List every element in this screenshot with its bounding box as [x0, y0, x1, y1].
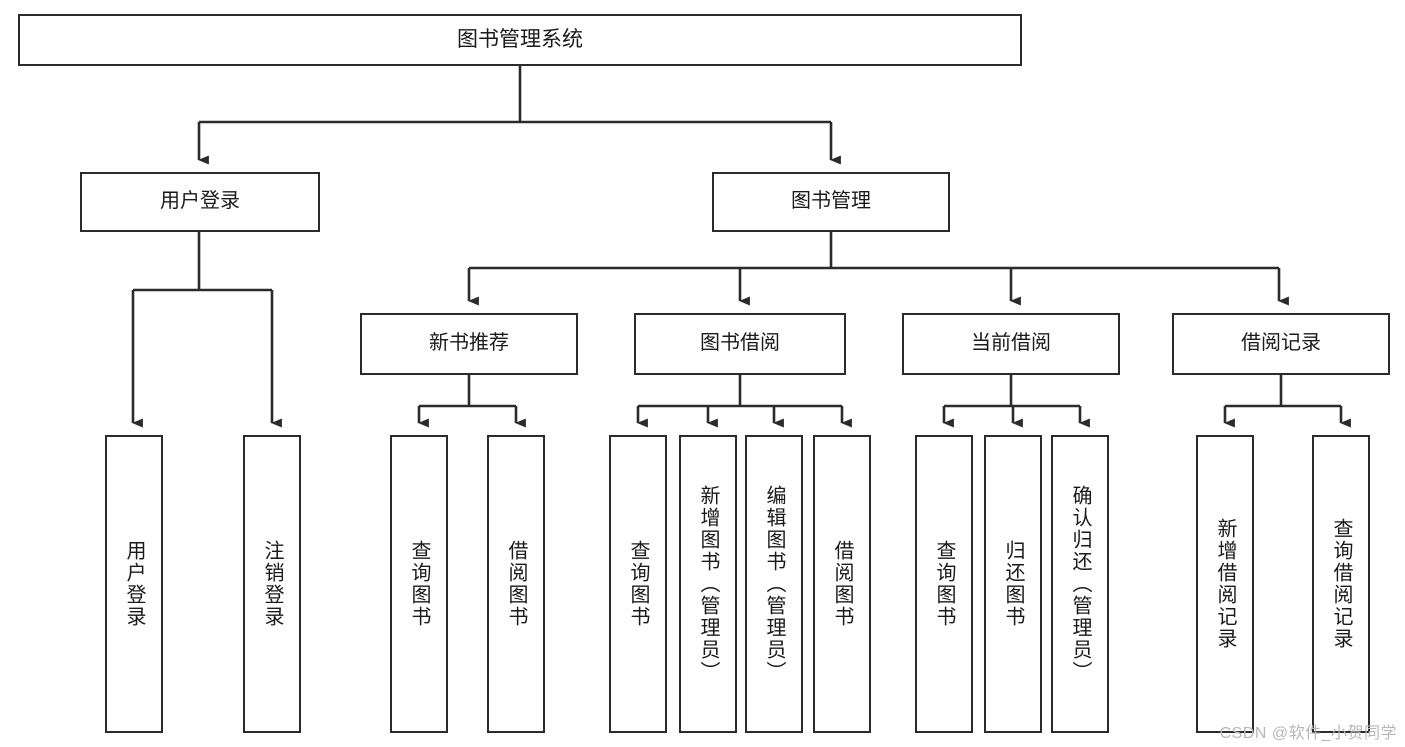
node-user-login-label: 用户登录 [160, 190, 240, 213]
node-new-book-recommend-label: 新书推荐 [429, 332, 509, 355]
leaf-add-borrow-record[interactable]: 新增借阅记录 [1196, 435, 1254, 733]
node-current-borrow-label: 当前借阅 [971, 332, 1051, 355]
leaf-add-book-admin-label: 新增图书（管理员） [697, 485, 719, 683]
leaf-return-book[interactable]: 归还图书 [984, 435, 1042, 733]
leaf-confirm-return-admin[interactable]: 确认归还（管理员） [1051, 435, 1109, 733]
leaf-add-borrow-record-label: 新增借阅记录 [1214, 518, 1236, 650]
leaf-logout-label: 注销登录 [261, 540, 283, 628]
leaf-borrow-book-recommend[interactable]: 借阅图书 [487, 435, 545, 733]
node-borrow-record-label: 借阅记录 [1241, 332, 1321, 355]
watermark: CSDN @软件_小贺同学 [1219, 725, 1397, 742]
leaf-query-book-recommend[interactable]: 查询图书 [390, 435, 448, 733]
leaf-borrow-book-recommend-label: 借阅图书 [505, 540, 527, 628]
node-root-label: 图书管理系统 [457, 27, 583, 51]
node-book-management-label: 图书管理 [791, 190, 871, 213]
node-book-management[interactable]: 图书管理 [712, 172, 950, 232]
node-book-borrow[interactable]: 图书借阅 [634, 313, 846, 375]
leaf-query-borrow-record[interactable]: 查询借阅记录 [1312, 435, 1370, 733]
leaf-borrow-book-label: 借阅图书 [831, 540, 853, 628]
leaf-borrow-book[interactable]: 借阅图书 [813, 435, 871, 733]
leaf-logout[interactable]: 注销登录 [243, 435, 301, 733]
node-new-book-recommend[interactable]: 新书推荐 [360, 313, 578, 375]
leaf-return-book-label: 归还图书 [1002, 540, 1024, 628]
node-user-login[interactable]: 用户登录 [80, 172, 320, 232]
leaf-edit-book-admin-label: 编辑图书（管理员） [763, 485, 785, 683]
leaf-query-book-borrow-label: 查询图书 [627, 540, 649, 628]
leaf-query-book-current[interactable]: 查询图书 [915, 435, 973, 733]
leaf-user-login-label: 用户登录 [123, 540, 145, 628]
node-borrow-record[interactable]: 借阅记录 [1172, 313, 1390, 375]
leaf-confirm-return-admin-label: 确认归还（管理员） [1069, 485, 1091, 683]
leaf-query-book-borrow[interactable]: 查询图书 [609, 435, 667, 733]
node-current-borrow[interactable]: 当前借阅 [902, 313, 1120, 375]
node-root[interactable]: 图书管理系统 [18, 14, 1022, 66]
node-book-borrow-label: 图书借阅 [700, 332, 780, 355]
leaf-query-borrow-record-label: 查询借阅记录 [1330, 518, 1352, 650]
leaf-add-book-admin[interactable]: 新增图书（管理员） [679, 435, 737, 733]
leaf-query-book-current-label: 查询图书 [933, 540, 955, 628]
leaf-query-book-recommend-label: 查询图书 [408, 540, 430, 628]
leaf-edit-book-admin[interactable]: 编辑图书（管理员） [745, 435, 803, 733]
leaf-user-login[interactable]: 用户登录 [105, 435, 163, 733]
